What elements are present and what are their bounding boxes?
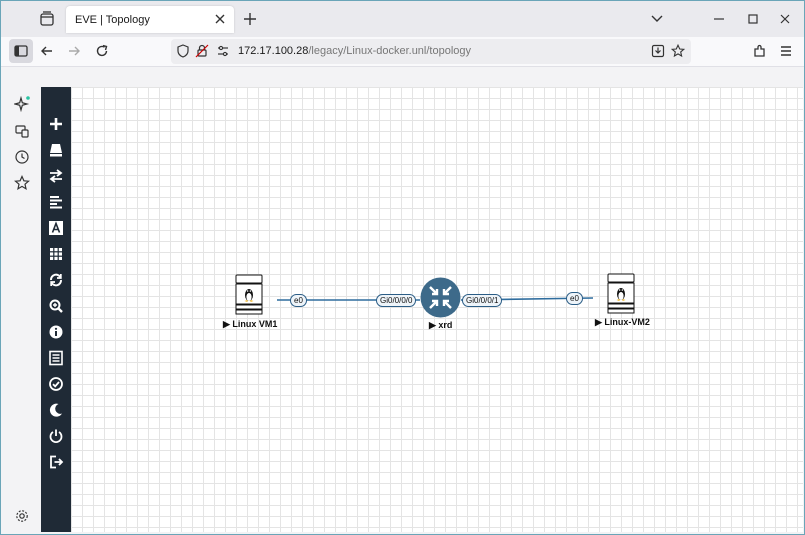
maximize-icon[interactable] <box>745 11 761 27</box>
tracking-protection-icon[interactable] <box>176 44 190 58</box>
node-label-linux-vm2: ▶ Linux-VM2 <box>595 317 650 327</box>
sidebar-toggle-button[interactable] <box>9 39 33 63</box>
synced-tabs-icon[interactable] <box>14 123 30 139</box>
linux-server-icon <box>607 273 635 314</box>
info-icon[interactable] <box>47 323 65 341</box>
forward-icon[interactable] <box>66 43 82 59</box>
ai-chatbot-icon[interactable] <box>14 96 30 112</box>
window-close-icon[interactable] <box>777 11 793 27</box>
networks-icon[interactable] <box>47 167 65 185</box>
interface-label-xrd-gi0001[interactable]: Gi0/0/0/1 <box>462 294 503 307</box>
topology-canvas[interactable]: ▶ Linux VM1 ▶ xrd <box>41 87 803 532</box>
node-label-xrd: ▶ xrd <box>429 320 453 330</box>
back-icon[interactable] <box>39 43 55 59</box>
power-icon[interactable] <box>47 427 65 445</box>
text-object-icon[interactable] <box>47 219 65 237</box>
url-bar[interactable]: 172.17.100.28/legacy/Linux-docker.unl/to… <box>171 39 691 64</box>
interface-label-xrd-gi0000[interactable]: Gi0/0/0/0 <box>376 294 417 307</box>
tab-strip: EVE | Topology <box>1 1 804 37</box>
grid-menu-icon[interactable] <box>47 245 65 263</box>
history-icon[interactable] <box>14 149 30 165</box>
reload-icon[interactable] <box>94 43 110 59</box>
node-xrd-router[interactable] <box>420 277 461 318</box>
new-tab-icon[interactable] <box>242 11 258 27</box>
node-linux-vm2[interactable] <box>607 273 635 314</box>
node-linux-vm1[interactable] <box>235 274 263 315</box>
tab-overview-icon[interactable] <box>39 11 55 27</box>
sidebar-icon <box>14 45 28 57</box>
router-icon <box>420 277 461 318</box>
dark-mode-moon-icon[interactable] <box>47 401 65 419</box>
logout-icon[interactable] <box>47 453 65 471</box>
add-object-icon[interactable] <box>47 115 65 133</box>
zoom-icon[interactable] <box>47 297 65 315</box>
navigation-bar: 172.17.100.28/legacy/Linux-docker.unl/to… <box>1 37 804 67</box>
interface-label-vm2-e0[interactable]: e0 <box>566 292 583 305</box>
browser-sidebar <box>1 68 41 534</box>
nodes-icon[interactable] <box>47 141 65 159</box>
bookmark-star-icon[interactable] <box>671 44 685 58</box>
hamburger-menu-icon[interactable] <box>778 43 794 59</box>
close-tab-icon[interactable] <box>213 12 227 26</box>
bookmarks-icon[interactable] <box>14 175 30 191</box>
status-check-icon[interactable] <box>47 375 65 393</box>
url-path: /legacy/Linux-docker.unl/topology <box>308 45 472 57</box>
interface-label-vm1-e0[interactable]: e0 <box>290 294 307 307</box>
active-tab[interactable]: EVE | Topology <box>66 6 234 33</box>
url-host: 172.17.100.28 <box>238 45 309 57</box>
sidebar-settings-icon[interactable] <box>14 508 30 524</box>
save-to-pocket-icon[interactable] <box>651 44 665 58</box>
lab-details-icon[interactable] <box>47 349 65 367</box>
linux-server-icon <box>235 274 263 315</box>
insecure-lock-icon[interactable] <box>195 44 209 58</box>
eve-toolbar <box>41 87 71 532</box>
minimize-icon[interactable] <box>711 11 727 27</box>
startup-configs-icon[interactable] <box>47 193 65 211</box>
node-label-linux-vm1: ▶ Linux VM1 <box>223 319 278 329</box>
refresh-icon[interactable] <box>47 271 65 289</box>
extensions-icon[interactable] <box>752 43 768 59</box>
tab-title: EVE | Topology <box>75 14 150 26</box>
permissions-icon[interactable] <box>216 44 230 58</box>
url-text[interactable]: 172.17.100.28/legacy/Linux-docker.unl/to… <box>238 45 471 57</box>
list-all-tabs-icon[interactable] <box>649 12 665 26</box>
